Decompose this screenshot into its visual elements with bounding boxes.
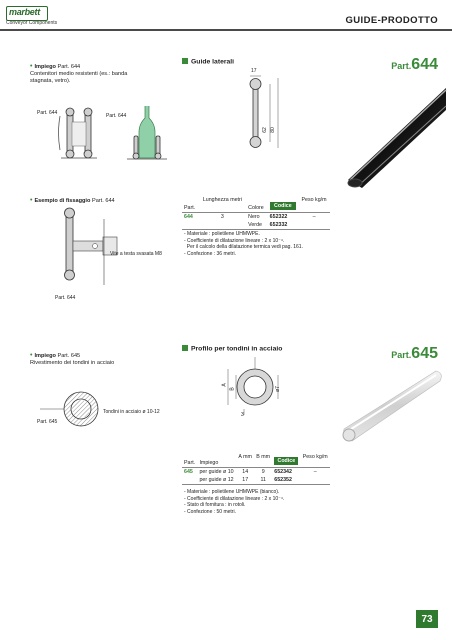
part-644-heading: Part.644 <box>391 56 438 73</box>
dim-a: A <box>221 383 228 387</box>
table-644: Part. Lunghezza metri Colore Codice Peso… <box>182 196 330 230</box>
profile-644-photo <box>347 88 447 188</box>
fig-label-645: Part. 645 <box>37 419 58 425</box>
th-weight: Peso kg/m <box>302 454 328 460</box>
part-645-heading: Part.645 <box>391 345 438 362</box>
guide-bottle-figure <box>58 106 167 160</box>
square-icon <box>182 345 188 351</box>
logo: marbett <box>9 7 40 17</box>
th-weight: Peso kg/m <box>301 197 327 203</box>
profile-644-drawing <box>249 75 279 148</box>
fig-label-644-b: Part. 644 <box>106 113 127 119</box>
fixing-figure <box>64 207 118 285</box>
th-a: A mm <box>238 454 252 460</box>
section-title-644: Guide laterali <box>182 58 234 66</box>
table-row: per guide ø 12 17 11 652352 <box>182 476 330 485</box>
table-row: 644 3 Nero 652322 – <box>184 214 316 220</box>
th-code: Codice <box>269 202 297 210</box>
th-part: Part. <box>184 205 196 211</box>
notes-645: - Materiale : polietilene UHMWPE (bianco… <box>184 489 285 515</box>
bullet-icon: • <box>30 63 33 70</box>
rod-figure <box>40 391 99 427</box>
screw-label: Vite a testa svasata M8 <box>110 251 162 257</box>
logo-box <box>6 6 48 21</box>
section-title-645: Profilo per tondini in acciaio <box>182 345 282 353</box>
dim-d: ø7 <box>274 386 281 392</box>
table-row: Verde 652332 <box>182 221 330 230</box>
page-number: 73 <box>416 610 438 628</box>
profile-645-drawing <box>227 357 279 415</box>
fig-label-644-a: Part. 644 <box>37 110 58 116</box>
fig-label-644-c: Part. 644 <box>55 295 76 301</box>
notes-644: - Materiale : polietilene UHMWPE. - Coef… <box>184 231 303 257</box>
header-rule <box>0 29 452 31</box>
esempio-644: •Esempio di fissaggio Part. 644 <box>30 197 115 204</box>
table-row: 645 per guide ø 10 14 9 652342 – <box>184 469 317 475</box>
th-use: Impiego <box>199 460 219 466</box>
dim-3: 3 <box>241 412 244 418</box>
dim-62: 62 <box>261 127 268 133</box>
th-b: B mm <box>256 454 271 460</box>
th-code: Codice <box>274 457 299 465</box>
logo-subtitle: Conveyor Components <box>6 20 58 26</box>
impiego-644: •Impiego Part. 644 Contenitori medio res… <box>30 63 128 84</box>
th-part: Part. <box>184 460 196 466</box>
table-645: Part. Impiego A mm B mm Codice Peso kg/m… <box>182 453 330 485</box>
th-length: Lunghezza metri <box>202 197 242 203</box>
profile-645-photo <box>342 370 442 442</box>
dim-b: B <box>229 387 236 391</box>
dim-80: 80 <box>269 127 276 133</box>
square-icon <box>182 58 188 64</box>
impiego-645: •Impiego Part. 645 Rivestimento dei tond… <box>30 352 115 366</box>
page-title: GUIDE-PRODOTTO <box>345 15 438 26</box>
dim-17: 17 <box>251 68 257 74</box>
th-color: Colore <box>248 205 264 211</box>
rod-label: Tondini in acciaio ø 10-12 <box>103 409 160 415</box>
